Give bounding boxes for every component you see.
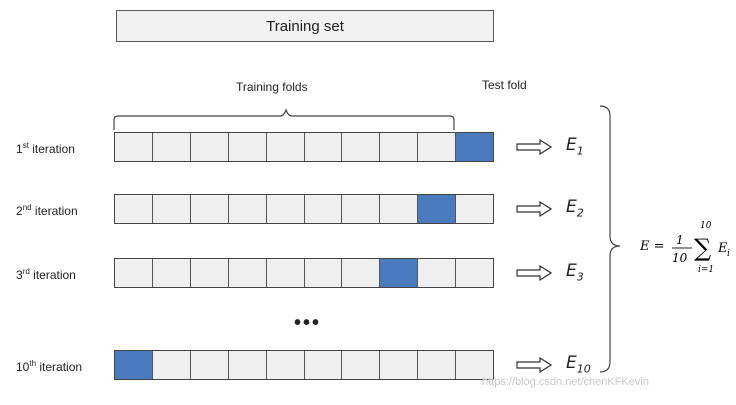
training-fold <box>380 351 419 379</box>
training-fold <box>418 259 457 287</box>
training-fold <box>190 133 229 161</box>
right-arrow-icon <box>516 357 552 373</box>
sigma-icon: ∑ <box>694 234 711 262</box>
fold-row <box>114 132 494 162</box>
training-set-box: Training set <box>116 10 494 42</box>
test-fold <box>115 351 153 379</box>
training-fold <box>152 351 191 379</box>
iteration-label: 2nd iteration <box>16 203 78 218</box>
training-folds-label: Training folds <box>236 80 308 94</box>
test-fold <box>456 133 494 161</box>
training-set-label: Training set <box>266 17 344 35</box>
formula-sum-lower: i=1 <box>698 265 714 275</box>
formula-term: E <box>717 241 728 256</box>
training-fold <box>115 133 153 161</box>
training-fold <box>418 351 457 379</box>
training-fold <box>190 351 229 379</box>
training-fold <box>304 351 343 379</box>
fold-row <box>114 350 494 380</box>
error-label: E3 <box>566 261 584 284</box>
training-fold <box>228 259 267 287</box>
right-arrow-icon <box>516 201 552 217</box>
error-label: E10 <box>566 353 591 376</box>
result-brace <box>599 105 621 373</box>
error-label: E2 <box>566 197 584 220</box>
training-fold <box>190 259 229 287</box>
test-fold-label: Test fold <box>482 78 527 92</box>
training-fold <box>228 195 267 223</box>
formula-lhs: E = <box>640 239 665 254</box>
training-fold <box>304 259 343 287</box>
training-fold <box>228 133 267 161</box>
training-fold <box>456 195 494 223</box>
formula-sum-upper: 10 <box>700 221 712 231</box>
training-fold <box>115 259 153 287</box>
training-fold <box>456 259 494 287</box>
iteration-label: 3rd iteration <box>16 267 76 282</box>
training-fold <box>380 133 419 161</box>
training-fold <box>152 259 191 287</box>
right-arrow-icon <box>516 139 552 155</box>
training-fold <box>342 259 381 287</box>
training-fold <box>152 133 191 161</box>
fold-row <box>114 258 494 288</box>
training-fold <box>342 195 381 223</box>
training-fold <box>304 133 343 161</box>
training-folds-brace <box>113 108 455 130</box>
iteration-label: 10th iteration <box>16 359 83 374</box>
training-fold <box>266 259 305 287</box>
training-fold <box>304 195 343 223</box>
training-fold <box>342 351 381 379</box>
training-fold <box>266 195 305 223</box>
error-label: E1 <box>566 135 584 158</box>
iteration-label: 1st iteration <box>16 141 75 156</box>
formula-numerator: 1 <box>676 233 684 247</box>
training-fold <box>115 195 153 223</box>
training-fold <box>342 133 381 161</box>
training-fold <box>228 351 267 379</box>
fold-row <box>114 194 494 224</box>
watermark: https://blog.csdn.net/chenKFKevin <box>482 376 649 388</box>
formula-term-sub: i <box>727 249 730 259</box>
training-fold <box>152 195 191 223</box>
training-fold <box>190 195 229 223</box>
training-fold <box>266 133 305 161</box>
training-fold <box>266 351 305 379</box>
training-fold <box>456 351 494 379</box>
average-error-formula: E = 1 10 10 ∑ i=1 E i <box>639 216 736 284</box>
right-arrow-icon <box>516 265 552 281</box>
test-fold <box>380 259 419 287</box>
training-fold <box>418 133 457 161</box>
test-fold <box>418 195 457 223</box>
training-fold <box>380 195 419 223</box>
ellipsis: ••• <box>294 312 322 334</box>
formula-denominator: 10 <box>672 251 688 265</box>
